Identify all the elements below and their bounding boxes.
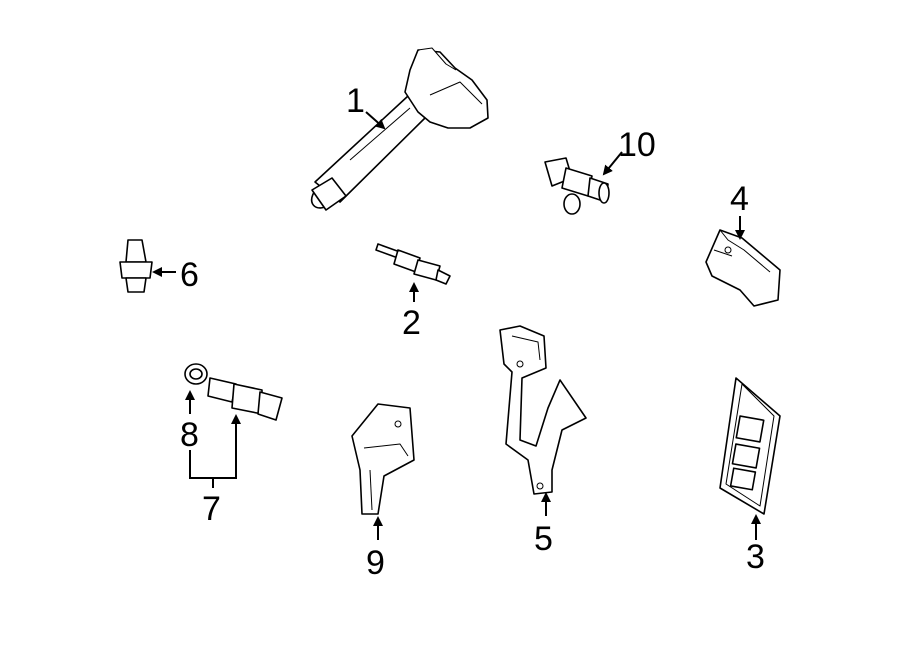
callout-4: 4 bbox=[730, 180, 749, 218]
callout-8: 8 bbox=[180, 416, 199, 454]
cam-sensor-icon[interactable] bbox=[544, 157, 610, 215]
ecm-bracket-icon[interactable] bbox=[705, 229, 781, 307]
callout-6: 6 bbox=[180, 256, 199, 294]
callout-7: 7 bbox=[202, 490, 221, 528]
callout-2: 2 bbox=[402, 304, 421, 342]
spark-plug-icon[interactable] bbox=[375, 243, 451, 285]
callout-3: 3 bbox=[746, 538, 765, 576]
leader-1 bbox=[365, 111, 386, 130]
callout-5: 5 bbox=[534, 520, 553, 558]
module-bracket-icon[interactable] bbox=[351, 403, 415, 515]
support-bracket-icon[interactable] bbox=[499, 325, 587, 495]
o-ring-icon[interactable] bbox=[184, 363, 208, 385]
callout-10: 10 bbox=[618, 126, 656, 164]
callout-1: 1 bbox=[346, 82, 365, 120]
speed-sensor-icon[interactable] bbox=[207, 377, 283, 421]
pressure-sensor-icon[interactable] bbox=[119, 239, 153, 293]
ecm-icon[interactable] bbox=[719, 377, 781, 515]
callout-9: 9 bbox=[366, 544, 385, 582]
leader-10 bbox=[602, 151, 623, 176]
ignition-coil-icon[interactable] bbox=[307, 47, 489, 213]
